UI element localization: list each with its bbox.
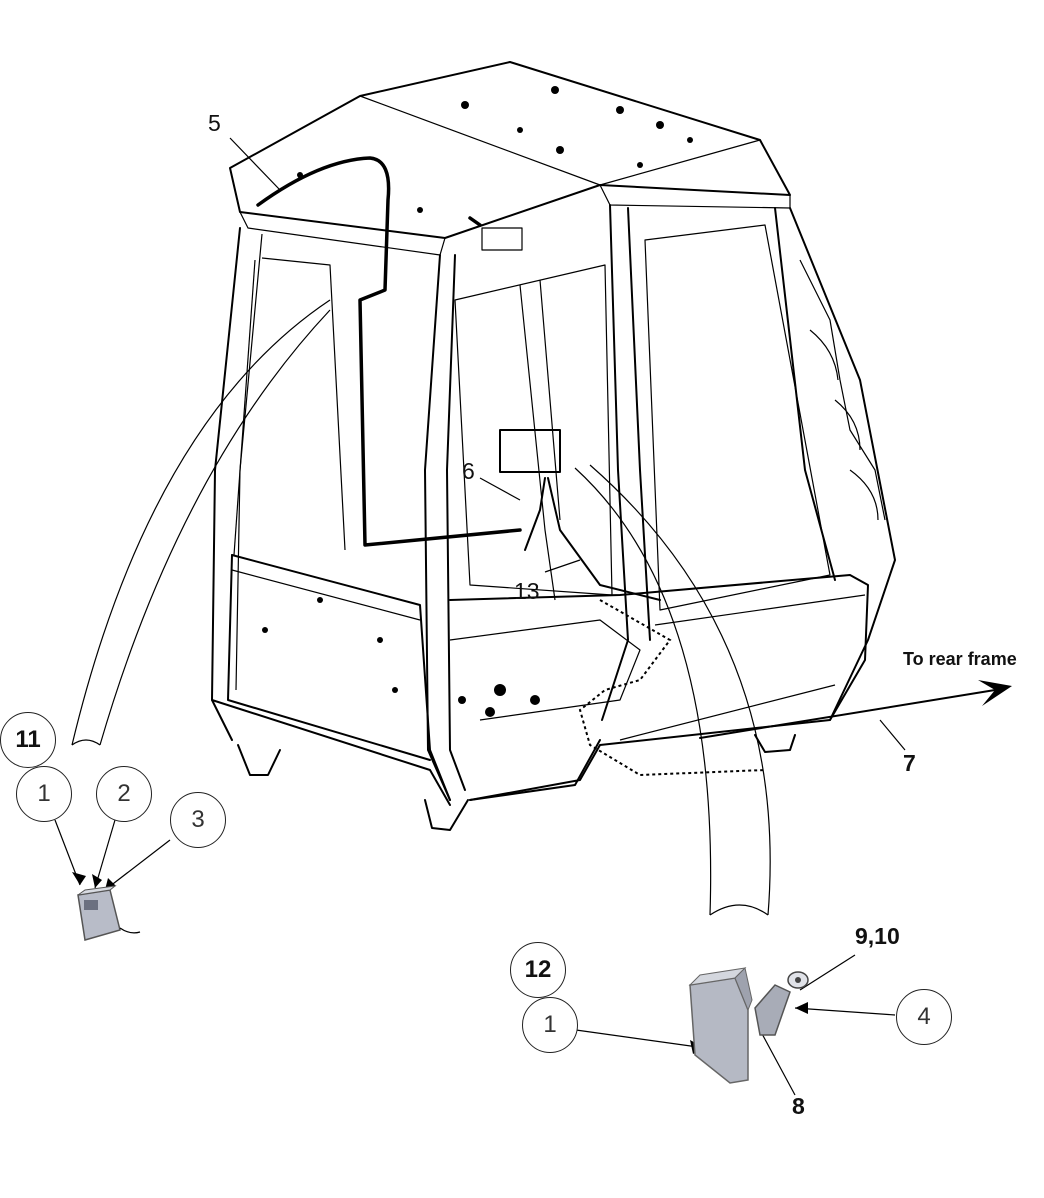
cab-roof <box>229 61 791 256</box>
balloon-1-left: 1 <box>16 766 72 822</box>
callout-9-10: 9,10 <box>855 923 900 949</box>
balloon-1-right: 1 <box>522 997 578 1053</box>
wiring-harness <box>256 156 766 777</box>
cab-frame <box>211 204 896 801</box>
callout-8: 8 <box>792 1093 805 1119</box>
callout-5: 5 <box>208 110 221 136</box>
subassembly-11 <box>77 885 141 941</box>
balloon-4-right: 4 <box>896 989 952 1045</box>
balloon-2-left: 2 <box>96 766 152 822</box>
balloon-12: 12 <box>510 942 566 998</box>
balloon-11: 11 <box>0 712 56 768</box>
callout-7: 7 <box>903 750 916 776</box>
cab-lower-body <box>211 554 869 831</box>
leader-lines <box>54 137 1012 1096</box>
callout-13: 13 <box>514 578 540 604</box>
balloon-3-left: 3 <box>170 792 226 848</box>
subassembly-12 <box>688 966 809 1084</box>
callout-6: 6 <box>462 458 475 484</box>
rear-frame-label: To rear frame <box>903 649 1017 669</box>
